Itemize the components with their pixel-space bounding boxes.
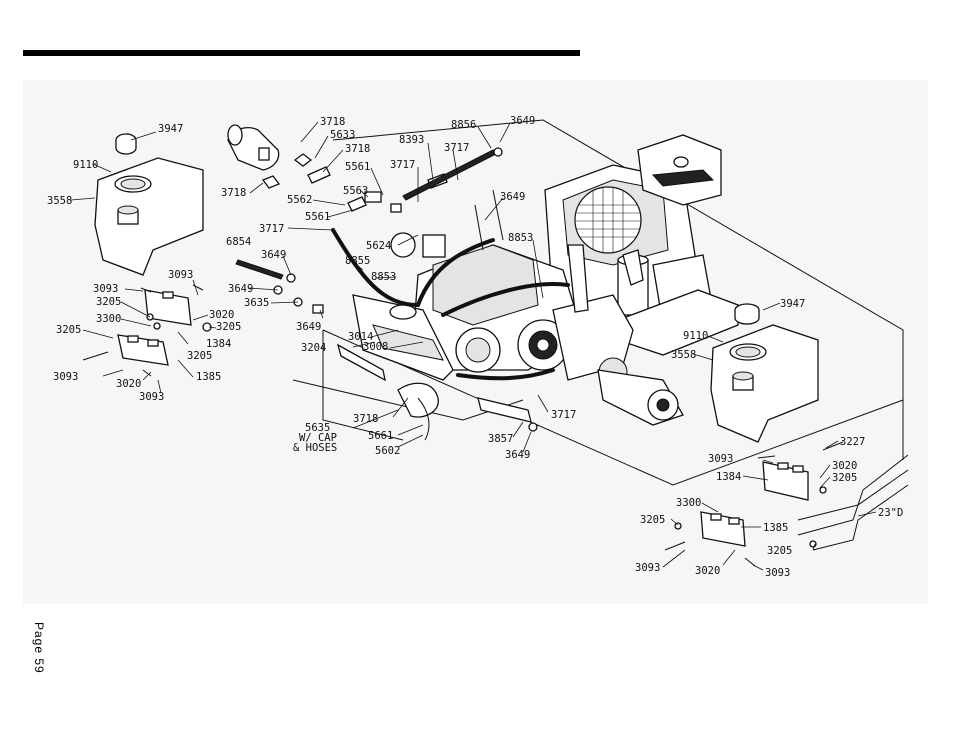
callout-3649-b: 3649 [500,191,525,203]
callout-3649-g: 3649 [505,449,530,461]
callout-1385-right: 1385 [763,522,788,534]
callout-3717-a: 3717 [390,159,415,171]
page-number: Page 59 [32,622,46,674]
callout-5602: 5602 [375,445,400,457]
callout-3204: 3204 [301,342,326,354]
callout-3020-c: 3020 [832,460,857,472]
callout-3227: 3227 [840,436,865,448]
callout-3205-c: 3205 [56,324,81,336]
callout-5635-note-hoses: & HOSES [293,442,337,454]
frame-outline [292,119,904,486]
callout-1385-left: 1385 [196,371,221,383]
callout-3093-d: 3093 [139,391,164,403]
callout-3717-d: 3717 [551,409,576,421]
callout-23d: 23"D [878,507,903,519]
leader-lines [70,121,877,571]
callout-3558-right: 3558 [671,349,696,361]
callout-3205-f: 3205 [640,514,665,526]
callout-5563: 5563 [343,185,368,197]
callout-3300-right: 3300 [676,497,701,509]
fuel-tank-left [94,133,204,276]
callout-9110-right: 9110 [683,330,708,342]
callout-1384-right: 1384 [716,471,741,483]
filter-assembly [227,124,503,314]
bracket-left [82,284,212,377]
callout-3020-d: 3020 [695,565,720,577]
callout-3205-a: 3205 [96,296,121,308]
roll-bar-tube [797,454,909,551]
hydro-transmission [352,234,684,426]
callout-3205-g: 3205 [767,545,792,557]
callout-5561-a: 5561 [345,161,370,173]
hydraulic-hoses [331,189,570,381]
callout-3020-a: 3020 [209,309,234,321]
callout-3008: 3008 [363,341,388,353]
callout-8393: 8393 [399,134,424,146]
fuel-tank-right [710,303,819,443]
callout-3718-c: 3718 [221,187,246,199]
callout-3093-f: 3093 [635,562,660,574]
parts-diagram: 3947 9110 3558 3718 5633 3718 5561 3717 … [23,80,928,604]
callout-1384-left: 1384 [206,338,231,350]
callout-3718-a: 3718 [320,116,345,128]
callout-3020-b: 3020 [116,378,141,390]
callout-8855: 8855 [345,255,370,267]
callout-3718-b: 3718 [345,143,370,155]
lower-bracket-3857 [336,343,538,432]
callout-3717-c: 3717 [259,223,284,235]
oil-cooler [397,382,439,441]
callout-5661: 5661 [368,430,393,442]
bracket-right [664,441,844,567]
callout-3093-c: 3093 [53,371,78,383]
callout-5562: 5562 [287,194,312,206]
callout-3205-b: 3205 [216,321,241,333]
callout-3093-b: 3093 [168,269,193,281]
callout-3093-e: 3093 [708,453,733,465]
callout-3718-d: 3718 [353,413,378,425]
callout-5635-note-cap: W/ CAP [299,432,337,444]
callout-3857: 3857 [488,433,513,445]
callout-6854: 6854 [226,236,251,248]
callout-3205-e: 3205 [832,472,857,484]
header-rule [23,50,580,56]
callout-3014: 3014 [348,331,373,343]
callout-3300-left: 3300 [96,313,121,325]
callout-labels: 3947 9110 3558 3718 5633 3718 5561 3717 … [47,115,903,579]
callout-3093-g: 3093 [765,567,790,579]
callout-3093-a: 3093 [93,283,118,295]
callout-3558-left: 3558 [47,195,72,207]
callout-3649-d: 3649 [228,283,253,295]
callout-5635: 5635 [305,422,330,434]
callout-3635: 3635 [244,297,269,309]
callout-5561-b: 5561 [305,211,330,223]
callout-8856: 8856 [451,119,476,131]
callout-9110-left: 9110 [73,159,98,171]
callout-5624: 5624 [366,240,391,252]
callout-3947-right: 3947 [780,298,805,310]
callout-3649-a: 3649 [510,115,535,127]
callout-3649-c: 3649 [261,249,286,261]
callout-3717-b: 3717 [444,142,469,154]
callout-3205-d: 3205 [187,350,212,362]
callout-3947-left: 3947 [158,123,183,135]
callout-3649-e: 3649 [296,321,321,333]
callout-8853-a: 8853 [508,232,533,244]
callout-5633: 5633 [330,129,355,141]
callout-8853-b: 8853 [371,271,396,283]
